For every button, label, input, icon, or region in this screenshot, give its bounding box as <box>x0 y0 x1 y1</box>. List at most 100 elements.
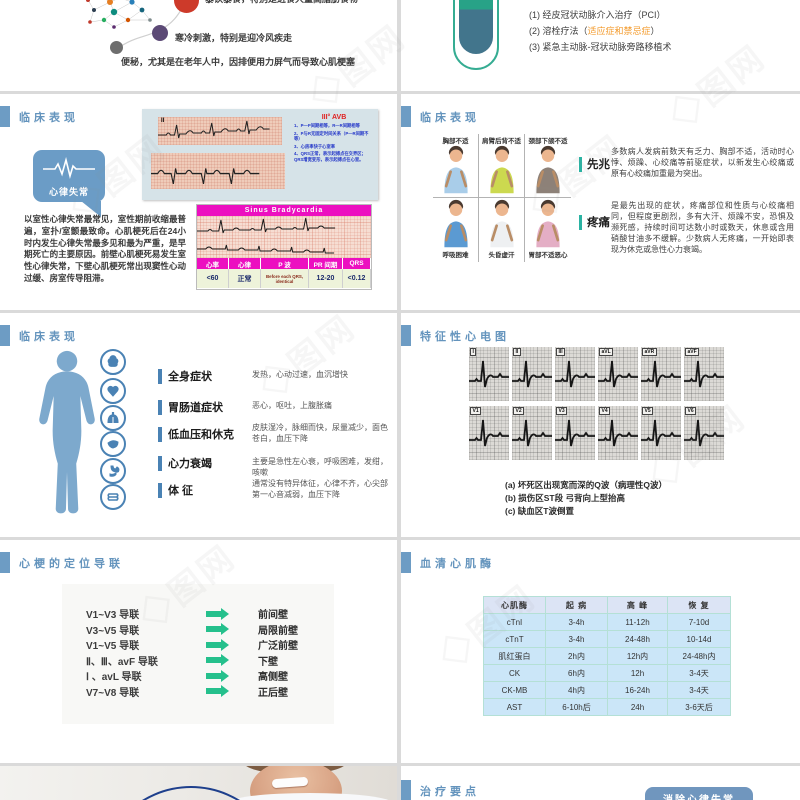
slide-thumbnail-causes[interactable]: 暴饮暴食，特别是进食大量高脂肪食物 寒冷刺激，特别是迎冷风疾走 便秘，尤其是在老… <box>0 0 397 91</box>
section-label-pain: 疼痛 <box>579 214 610 230</box>
ecg-lead-label: III <box>556 348 566 356</box>
lead-name: V1~V3 导联 <box>86 610 140 622</box>
enzyme-cell: cTnT <box>484 631 546 648</box>
symptom-figure: 胃部不适恶心 <box>525 198 571 262</box>
sinus-title: Sinus Bradycardia <box>197 205 371 216</box>
treatment-option-3: (3) 紧急主动脉-冠状动脉旁路移植术 <box>529 42 672 52</box>
enzyme-table-body: cTnI 3-4h 11-12h 7-10d cTnT 3-4h 24-48h … <box>484 614 731 716</box>
enzyme-table-row: CK 6h内 12h 3-4天 <box>484 665 731 682</box>
ecg-captions: (a) 坏死区出现宽而深的Q波（病理性Q波） (b) 损伤区ST段 弓背向上型抬高… <box>505 479 667 518</box>
lead-name: Ⅰ 、avL 导联 <box>86 672 142 684</box>
ecg-caption-line: (b) 损伤区ST段 弓背向上型抬高 <box>505 493 625 503</box>
sign-desc: 恶心，呕吐，上腹胀痛 <box>252 401 332 410</box>
enzyme-cell: 24-48h <box>608 631 668 648</box>
organ-circle <box>100 349 126 375</box>
lead-name: V7~V8 导联 <box>86 687 140 699</box>
enzyme-table-row: 肌红蛋白 2h内 12h内 24-48h内 <box>484 648 731 665</box>
slide-title: 临床表现 <box>19 330 79 343</box>
header-accent <box>0 325 10 346</box>
slide-thumbnail-clinical-symptoms[interactable]: 临床表现 胸部不适 肩臂后背不适 <box>401 94 800 310</box>
enzyme-cell: 16-24h <box>608 682 668 699</box>
cause-text-cold: 寒冷刺激，特别是迎冷风疾走 <box>175 33 293 43</box>
lead-mapping-row: V1~V3 导联 前间壁 <box>86 606 298 622</box>
treatment-option-1: (1) 经皮冠状动脉介入治疗（PCI） <box>529 10 666 20</box>
wall-name: 广泛前壁 <box>258 641 298 653</box>
wall-name: 正后壁 <box>258 687 288 699</box>
arrow-right-icon <box>206 685 229 698</box>
lead-mapping-row: V1~V5 导联 广泛前壁 <box>86 637 298 653</box>
ecg-caption-line: (a) 坏死区出现宽而深的Q波（病理性Q波） <box>505 480 667 490</box>
enzyme-cell: cTnI <box>484 614 546 631</box>
lead-mapping-row: V3~V5 导联 局限前壁 <box>86 622 298 638</box>
arrow-right-icon <box>206 623 229 636</box>
enzyme-cell: 7-10d <box>668 614 731 631</box>
ecg-lead-thumbnail: V5 <box>641 406 681 460</box>
slide-thumbnail-lead-localization[interactable]: 心梗的定位导联 V1~V3 导联 前间壁 V3~V5 导联 <box>0 540 397 763</box>
sign-term: 心力衰竭 <box>168 458 212 470</box>
symptom-figure-grid: 胸部不适 肩臂后背不适 <box>433 134 571 262</box>
test-tube-icon <box>453 0 499 70</box>
enzyme-cell: 3-4h <box>546 631 608 648</box>
sign-accent-bar <box>158 427 162 442</box>
ecg-lead-thumbnail: aVL <box>598 347 638 401</box>
enzyme-cell: 12h内 <box>608 648 668 665</box>
sign-term: 胃肠道症状 <box>168 402 223 414</box>
wall-name: 下壁 <box>258 656 278 668</box>
sinus-header-cell: PR 间期 <box>309 258 343 269</box>
translucent-panel <box>62 584 334 724</box>
section-label-prodrome: 先兆 <box>579 156 610 172</box>
ecg-trace <box>555 419 595 447</box>
organ-circle <box>100 431 126 457</box>
ecg-lead-thumbnail: V3 <box>555 406 595 460</box>
ecg-trace <box>641 360 681 388</box>
enzyme-cell: 4h内 <box>546 682 608 699</box>
enzyme-header-cell: 心肌酶 <box>484 597 546 614</box>
ecg-lead-label: V2 <box>513 407 525 415</box>
slide-title: 治疗要点 <box>420 785 480 798</box>
arrhythmia-badge: 心律失常 <box>33 150 105 217</box>
ecg-trace <box>512 360 552 388</box>
ecg-photo-heading: III° AVB <box>321 114 347 121</box>
slide-thumbnail-serum-enzymes[interactable]: 血清心肌酶 心肌酶起 病高 峰恢 复 cTnI 3-4h 11-12h 7-10… <box>401 540 800 763</box>
badge-label: 心律失常 <box>48 187 89 197</box>
slide-thumbnail-treatment-points[interactable]: 治疗要点 消除心律失常 <box>401 766 800 800</box>
enzyme-cell: 11-12h <box>608 614 668 631</box>
arrow-right-icon <box>206 654 229 667</box>
sinus-ecg-strip <box>197 216 371 258</box>
enzyme-cell: 3-6天后 <box>668 699 731 716</box>
ecg-trace <box>641 419 681 447</box>
slide-thumbnail-treatment-options[interactable]: (1) 经皮冠状动脉介入治疗（PCI） (2) 溶栓疗法（适应症和禁忌症） (3… <box>401 0 800 91</box>
ecg-lead-label: V3 <box>556 407 568 415</box>
enzyme-table-row: cTnT 3-4h 24-48h 10-14d <box>484 631 731 648</box>
ecg-lead-label: II <box>513 348 521 356</box>
sinus-value-cell: 正常 <box>229 269 261 288</box>
enzyme-table: 心肌酶起 病高 峰恢 复 cTnI 3-4h 11-12h 7-10d cTnT… <box>483 596 731 716</box>
person-icon <box>489 145 514 194</box>
slide-title: 血清心肌酶 <box>420 557 495 570</box>
slide-thumbnail-photo[interactable] <box>0 766 397 800</box>
sign-term: 全身症状 <box>168 371 212 383</box>
ecg-lead-label: aVF <box>685 348 700 356</box>
sign-desc: 通常没有特异体征，心律不齐，心尖部第一心音减弱，血压下降 <box>252 479 388 499</box>
stomach-icon <box>109 465 120 477</box>
symptom-figure: 头昏虚汗 <box>479 198 525 262</box>
doctor-photo <box>0 766 397 800</box>
person-icon <box>536 199 560 248</box>
header-accent <box>401 325 411 346</box>
ecg-lead-thumbnail: V4 <box>598 406 638 460</box>
strip-lead-label: II <box>161 118 165 124</box>
cause-dot-purple <box>152 25 168 41</box>
slide-thumbnail-arrhythmia[interactable]: 临床表现 心律失常 II III° AVB <box>0 94 397 310</box>
ecg-trace <box>684 360 724 388</box>
enzyme-cell: 12h <box>608 665 668 682</box>
slide-thumbnail-ecg12[interactable]: 特征性心电图 I II III <box>401 313 800 537</box>
arrow-right-icon <box>206 669 229 682</box>
section-accent-bar <box>579 214 582 230</box>
sinus-header-cell: QRS <box>343 258 371 269</box>
ecg-lead-thumbnail: aVR <box>641 347 681 401</box>
column-divider <box>397 0 401 800</box>
slide-thumbnail-signs[interactable]: 临床表现 #sign-rows .srw { position:static; … <box>0 313 397 537</box>
slide-title: 临床表现 <box>420 111 480 124</box>
